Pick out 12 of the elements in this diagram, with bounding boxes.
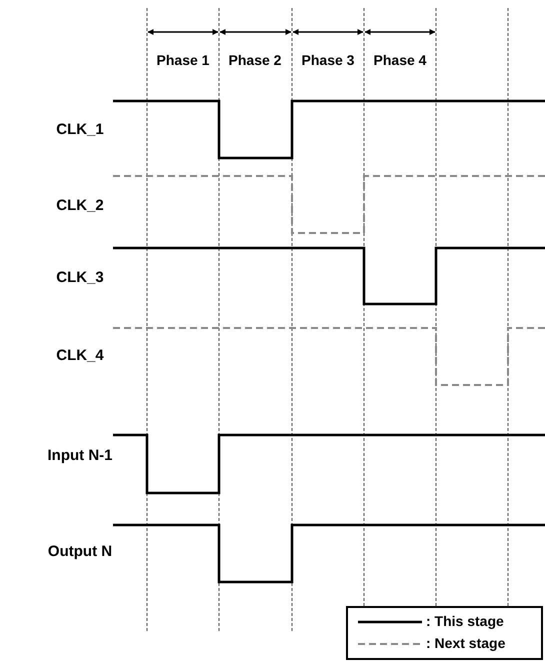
signal-label: CLK_2 — [55, 197, 105, 215]
legend-label: : This stage — [426, 612, 504, 630]
signal-label: CLK_1 — [55, 121, 105, 139]
signal-label: CLK_4 — [55, 347, 105, 365]
legend-label: : Next stage — [426, 634, 506, 652]
signal-label: Output N — [46, 543, 114, 561]
phase-label: Phase 3 — [302, 51, 354, 69]
signal-label: CLK_3 — [55, 269, 105, 287]
phase-label: Phase 1 — [156, 51, 210, 69]
signal-label: Input N-1 — [46, 447, 114, 465]
phase-label: Phase 2 — [228, 51, 282, 69]
phase-label: Phase 4 — [374, 51, 426, 69]
